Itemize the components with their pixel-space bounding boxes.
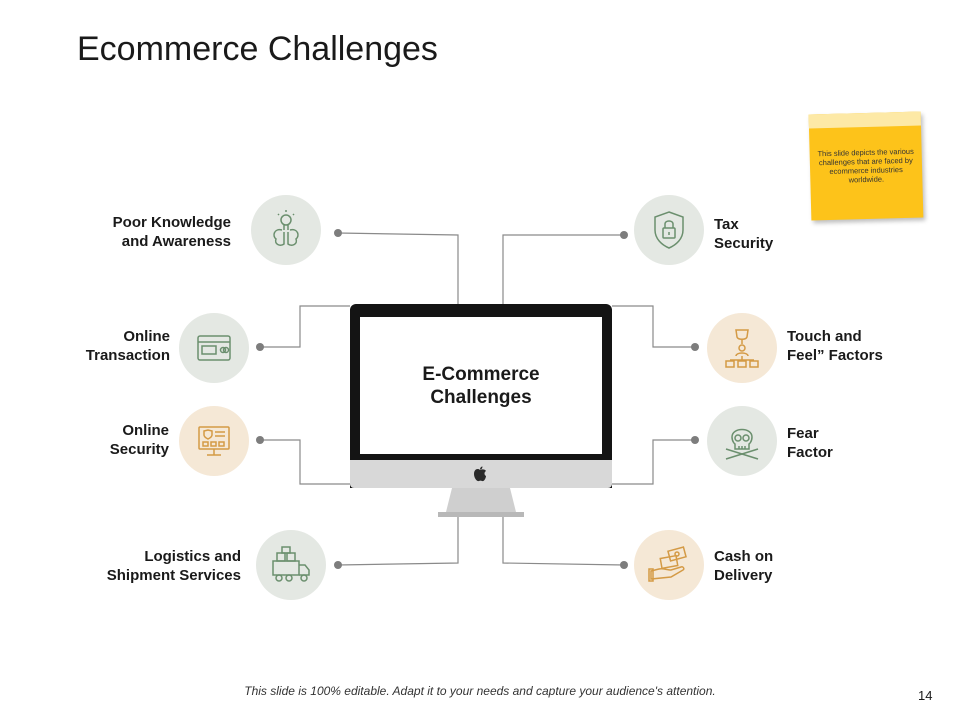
cash-hand-icon — [634, 530, 704, 600]
brain-bulb-icon — [251, 195, 321, 265]
secure-screen-icon — [179, 406, 249, 476]
page-number: 14 — [918, 688, 933, 703]
monitor-stand — [438, 488, 524, 517]
skull-icon — [707, 406, 777, 476]
center-label-line1: E-Commerce — [422, 363, 540, 385]
trophy-hierarchy-icon — [707, 313, 777, 383]
sticky-note: This slide depicts the various challenge… — [808, 111, 924, 221]
shield-lock-icon — [634, 195, 704, 265]
monitor-screen: E-Commerce Challenges — [360, 317, 602, 454]
slide-title: Ecommerce Challenges — [77, 30, 438, 68]
footer-note: This slide is 100% editable. Adapt it to… — [244, 684, 716, 698]
center-label-line2: Challenges — [430, 386, 532, 408]
card-payment-icon — [179, 313, 249, 383]
delivery-truck-icon — [256, 530, 326, 600]
sticky-note-text: This slide depicts the various challenge… — [817, 146, 914, 185]
apple-logo-icon — [474, 466, 486, 482]
